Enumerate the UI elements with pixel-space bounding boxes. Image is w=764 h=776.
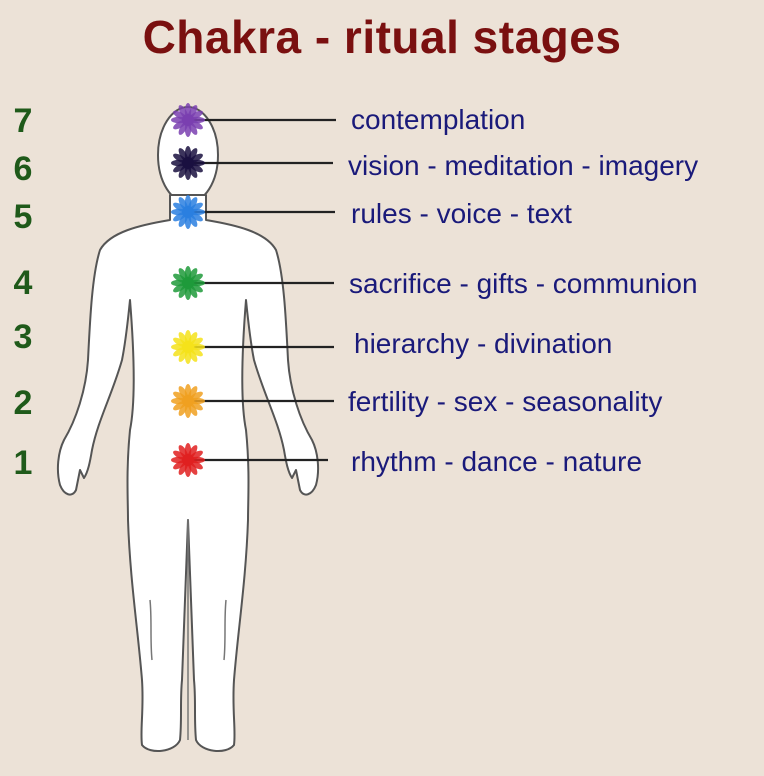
chakra-markers <box>171 103 205 477</box>
chakra-label-2: fertility - sex - seasonality <box>348 386 663 417</box>
knee-left <box>149 599 153 661</box>
page-title: Chakra - ritual stages <box>142 11 622 63</box>
chakra-flower-6 <box>171 146 205 180</box>
chakra-number-2: 2 <box>13 384 33 422</box>
chakra-number-4: 4 <box>13 264 33 302</box>
chakra-flower-1 <box>171 443 205 477</box>
chakra-flower-5 <box>171 195 205 229</box>
chakra-label-4: sacrifice - gifts - communion <box>349 268 698 299</box>
chakra-number-7: 7 <box>13 102 33 140</box>
chakra-label-6: vision - meditation - imagery <box>348 150 699 181</box>
knee-right <box>223 599 227 661</box>
chakra-number-6: 6 <box>13 150 33 188</box>
chakra-label-7: contemplation <box>351 104 526 135</box>
chakra-label-5: rules - voice - text <box>351 198 572 229</box>
chakra-label-1: rhythm - dance - nature <box>351 446 643 477</box>
chakra-label-3: hierarchy - divination <box>354 328 613 359</box>
chakra-flower-7 <box>171 103 205 137</box>
chakra-flower-3 <box>171 330 205 364</box>
connector-lines <box>188 118 336 462</box>
chakra-number-1: 1 <box>13 444 33 482</box>
chakra-flower-4 <box>171 266 205 300</box>
chakra-flower-2 <box>171 384 205 418</box>
chakra-number-3: 3 <box>13 318 33 356</box>
chakra-number-5: 5 <box>13 198 33 236</box>
